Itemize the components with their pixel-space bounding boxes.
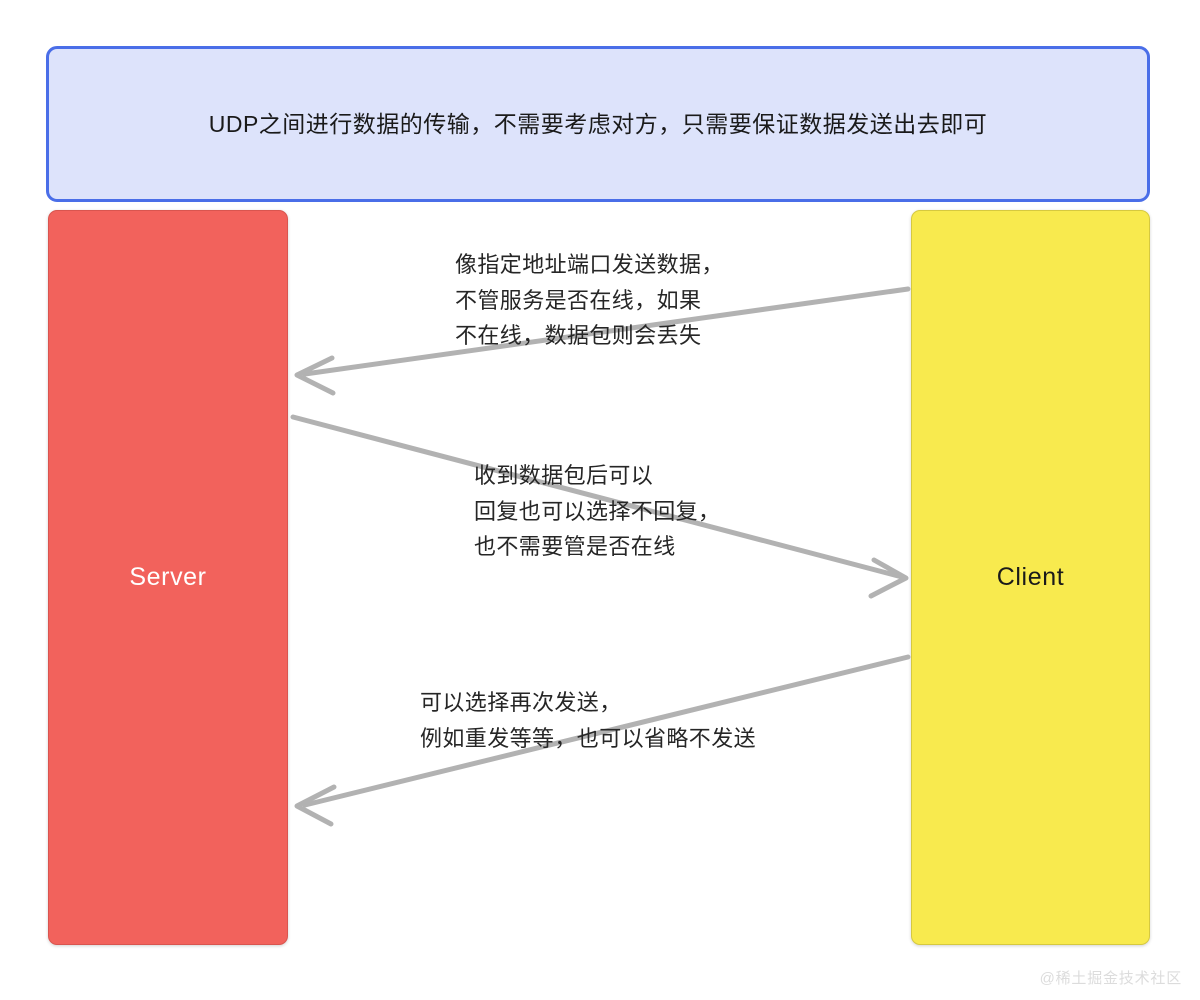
message-label-1: 像指定地址端口发送数据， 不管服务是否在线，如果 不在线，数据包则会丢失 [455,252,724,349]
message-label-2: 收到数据包后可以 回复也可以选择不回复， 也不需要管是否在线 [474,463,721,560]
lifeline-server-label: Server [129,563,207,591]
message-label-3: 可以选择再次发送， 例如重发等等，也可以省略不发送 [420,690,757,751]
lifeline-client-label: Client [996,563,1065,591]
lifeline-server[interactable]: Server [48,210,288,945]
note-box: UDP之间进行数据的传输，不需要考虑对方，只需要保证数据发送出去即可 [46,46,1150,202]
lifeline-client[interactable]: Client [911,210,1150,945]
note-text: UDP之间进行数据的传输，不需要考虑对方，只需要保证数据发送出去即可 [208,110,988,137]
watermark: @稀土掘金技术社区 [1039,970,1182,987]
